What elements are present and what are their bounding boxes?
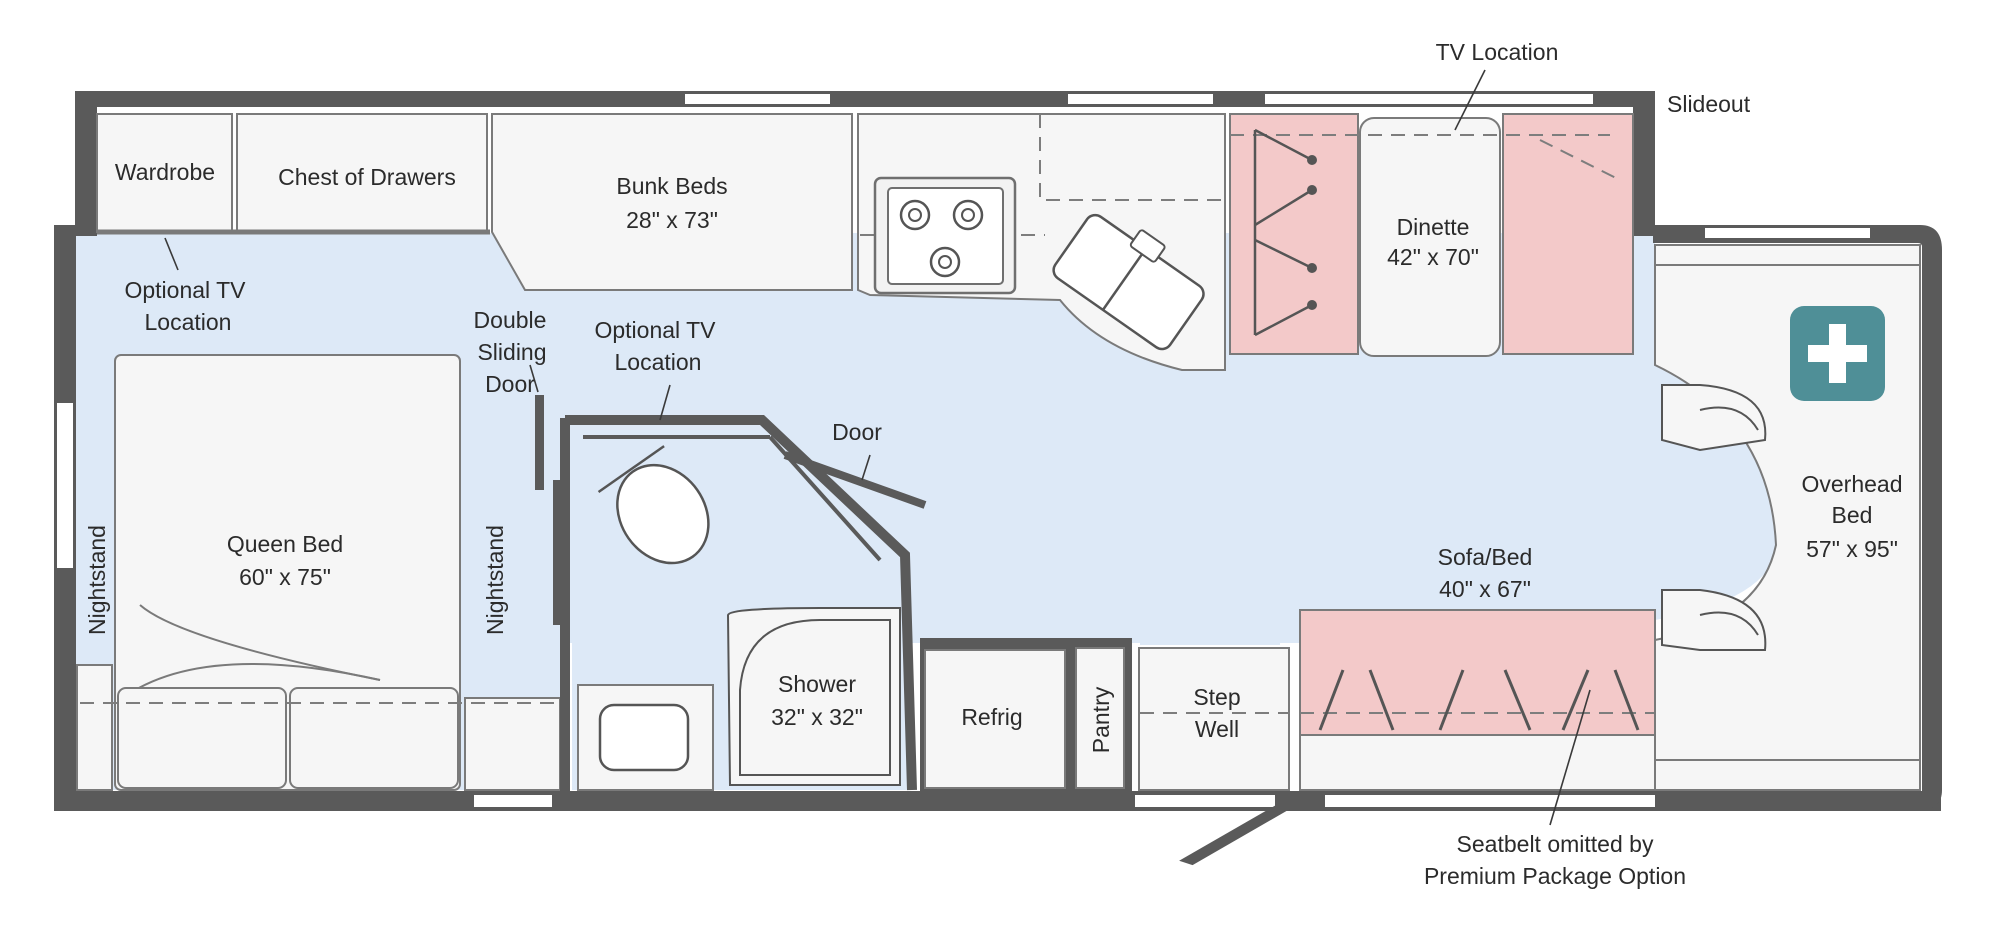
- dinette-size: 42" x 70": [1387, 244, 1479, 270]
- queen-bed-size: 60" x 75": [239, 564, 331, 590]
- queen-bed-label: Queen Bed: [227, 531, 343, 557]
- slideout-cabinets: [96, 113, 853, 291]
- wardrobe-label: Wardrobe: [115, 159, 215, 185]
- optional-tv-label-1b: Location: [145, 309, 232, 335]
- shower-label: Shower: [778, 671, 856, 697]
- nightstand-left-label: Nightstand: [84, 525, 110, 635]
- optional-tv-label-1: Optional TV: [124, 277, 246, 303]
- bunk-beds-label: Bunk Beds: [616, 173, 727, 199]
- shower-size: 32" x 32": [771, 704, 863, 730]
- step-well-label-2: Well: [1195, 716, 1239, 742]
- bathroom: [560, 415, 927, 792]
- overhead-bed-label: Overhead: [1801, 471, 1902, 497]
- nightstand-right-label: Nightstand: [482, 525, 508, 635]
- expand-button[interactable]: [1790, 306, 1885, 401]
- optional-tv-label-2: Optional TV: [594, 317, 716, 343]
- entry-door: [1179, 792, 1294, 866]
- seatbelt-note-label: Seatbelt omitted by: [1457, 831, 1654, 857]
- windows: [57, 94, 1870, 807]
- tv-location-label: TV Location: [1436, 39, 1559, 65]
- leader-lines: [164, 69, 1591, 826]
- double-sliding-door-label: Double: [474, 307, 547, 333]
- dinette-label: Dinette: [1397, 214, 1470, 240]
- sofa-bed: [1299, 609, 1656, 791]
- optional-tv-label-2b: Location: [615, 349, 702, 375]
- plus-icon: [1808, 324, 1867, 383]
- bedroom: [76, 354, 561, 791]
- refrig-label: Refrig: [961, 704, 1022, 730]
- overhead-bed-size: 57" x 95": [1806, 536, 1898, 562]
- slideout-label: Slideout: [1667, 91, 1751, 117]
- kitchen: [857, 113, 1226, 371]
- chest-of-drawers-label: Chest of Drawers: [278, 164, 456, 190]
- labels: TV Location Slideout Wardrobe Chest of D…: [84, 39, 1903, 889]
- sofa-bed-label: Sofa/Bed: [1438, 544, 1533, 570]
- double-sliding-door-label-2: Sliding: [477, 339, 546, 365]
- overhead-bed-label-2: Bed: [1832, 502, 1873, 528]
- sofa-bed-size: 40" x 67": [1439, 576, 1531, 602]
- kitchen-lower: [920, 638, 1290, 793]
- double-sliding-door-label-3: Door: [485, 371, 535, 397]
- dinette: [1229, 113, 1634, 357]
- door-label: Door: [832, 419, 882, 445]
- pantry-label: Pantry: [1088, 686, 1114, 753]
- step-well-label: Step: [1193, 684, 1240, 710]
- seatbelt-note-label-2: Premium Package Option: [1424, 863, 1686, 889]
- bunk-beds-size: 28" x 73": [626, 207, 718, 233]
- sliding-door: [535, 395, 562, 625]
